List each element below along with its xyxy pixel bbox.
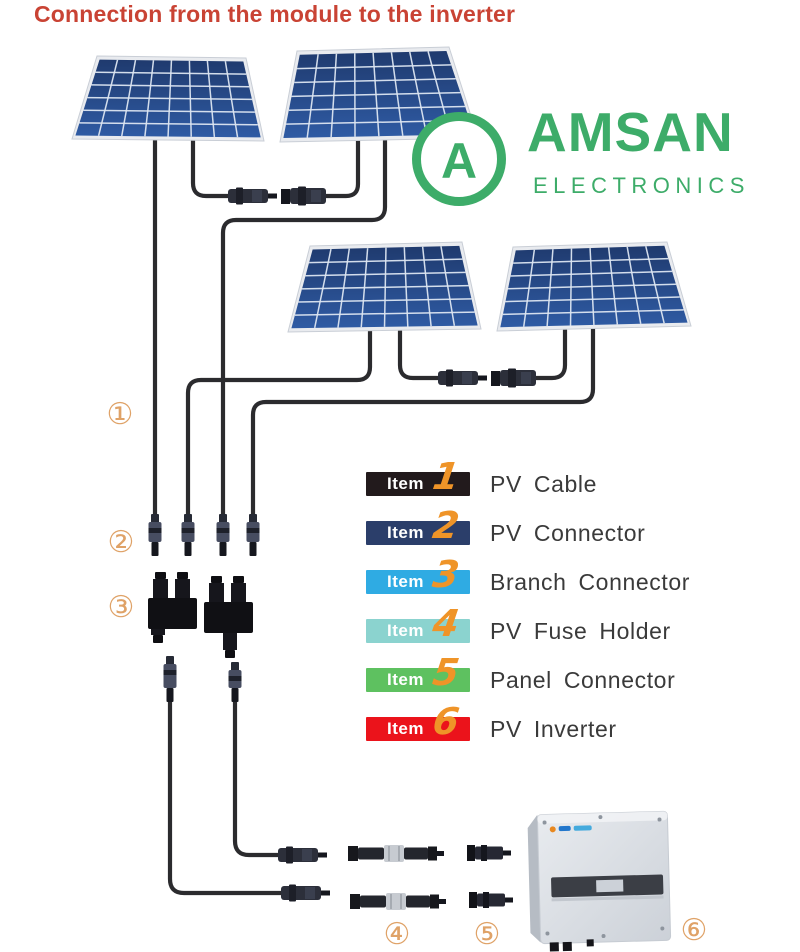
pv-connector-2 <box>181 514 195 556</box>
inverter-lcd-screen <box>596 879 624 893</box>
solar-panel-3 <box>287 241 482 333</box>
legend-row-6: Item 6 PV Inverter <box>366 700 786 743</box>
inverter-screws <box>542 815 665 939</box>
legend-number: 3 <box>430 553 462 596</box>
cable-panelC-right <box>397 328 441 381</box>
mc4-female-top-pair <box>281 186 326 206</box>
legend-swatch-2: Item <box>366 521 470 545</box>
solar-panels <box>71 46 692 333</box>
legend-item-name: PV Connector <box>490 520 646 546</box>
string-cable-end-upper <box>278 846 327 864</box>
inverter-top-highlight <box>537 811 668 824</box>
cable-panelB-right <box>220 137 388 519</box>
legend-swatch-1: Item <box>366 472 470 496</box>
pv-connector-3 <box>216 514 230 556</box>
solar-panel-1 <box>71 55 265 142</box>
branch-connector-right <box>204 576 253 658</box>
legend-swatch-label: Item <box>387 572 424 591</box>
panel-connector-lower <box>469 892 513 908</box>
brand-monogram: A <box>440 133 478 189</box>
string-cable-top-connector-left <box>163 656 177 702</box>
legend-number: 5 <box>430 651 462 694</box>
legend-swatch-4: Item <box>366 619 470 643</box>
string-cable-top-connector-right <box>228 662 242 702</box>
cable-string-left <box>167 697 284 896</box>
cable-panelA-right <box>190 137 231 199</box>
callout-2: ② <box>107 525 135 560</box>
cable-panelC-left <box>185 328 373 519</box>
inverter-side-face <box>527 814 541 943</box>
pv-inverter <box>527 810 672 952</box>
brand-subtitle: ELECTRONICS <box>533 173 750 198</box>
mc4-male-mid-pair <box>438 369 487 387</box>
legend-number: 4 <box>430 602 462 645</box>
callout-5: ⑤ <box>473 917 501 952</box>
string-cable-end-lower <box>281 884 330 902</box>
pv-connector-1 <box>148 514 162 556</box>
legend: Item 1 PV Cable Item 2 PV Connector Item… <box>366 455 786 772</box>
callout-6: ⑥ <box>680 913 708 948</box>
brand-logo-icon: A <box>412 112 506 206</box>
cable-panelD-right <box>250 326 596 519</box>
callout-3: ③ <box>107 590 135 625</box>
cable-string-right <box>232 697 281 858</box>
legend-item-name: Panel Connector <box>490 667 676 693</box>
cable-panelB-left <box>319 138 361 199</box>
legend-swatch-3: Item <box>366 570 470 594</box>
inverter-strip-shadow <box>551 895 664 902</box>
callout-4: ④ <box>383 917 411 952</box>
inverter-terminals <box>549 939 594 952</box>
legend-number: 1 <box>430 455 462 498</box>
legend-swatch-label: Item <box>387 523 424 542</box>
pv-fuse-holder-upper <box>348 845 444 862</box>
legend-row-3: Item 3 Branch Connector <box>366 553 786 596</box>
legend-item-name: PV Fuse Holder <box>490 618 671 644</box>
panel-connector-upper <box>467 845 511 861</box>
legend-number: 2 <box>430 504 462 547</box>
connectors-and-parts <box>148 186 536 910</box>
solar-panel-4 <box>496 241 692 332</box>
pv-cables <box>152 137 596 896</box>
legend-swatch-label: Item <box>387 670 424 689</box>
pv-connector-4 <box>246 514 260 556</box>
branch-connector-left <box>148 572 197 643</box>
legend-row-5: Item 5 Panel Connector <box>366 651 786 694</box>
mc4-female-mid-pair <box>491 368 536 388</box>
inverter-brand-mark <box>549 825 592 833</box>
legend-swatch-label: Item <box>387 719 424 738</box>
legend-swatch-6: Item <box>366 717 470 741</box>
legend-swatch-5: Item <box>366 668 470 692</box>
legend-swatch-label: Item <box>387 621 424 640</box>
solar-panel-2 <box>279 46 479 143</box>
legend-swatch-label: Item <box>387 474 424 493</box>
pv-fuse-holder-lower <box>350 893 446 910</box>
page-title: Connection from the module to the invert… <box>34 1 516 27</box>
legend-number: 6 <box>430 700 462 743</box>
callout-1: ① <box>106 397 134 432</box>
legend-row-1: Item 1 PV Cable <box>366 455 786 498</box>
legend-item-name: PV Inverter <box>490 716 617 742</box>
cable-panelD-left <box>529 327 568 381</box>
legend-row-4: Item 4 PV Fuse Holder <box>366 602 786 645</box>
legend-item-name: PV Cable <box>490 471 597 497</box>
legend-item-name: Branch Connector <box>490 569 690 595</box>
brand-name: AMSAN <box>527 101 734 163</box>
mc4-male-top-pair <box>228 187 277 205</box>
legend-row-2: Item 2 PV Connector <box>366 504 786 547</box>
